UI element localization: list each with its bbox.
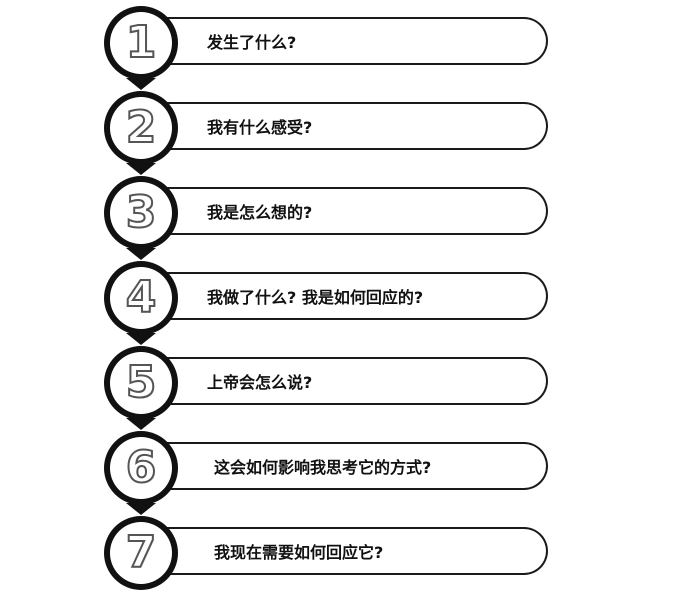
step-2: 我有什么感受? 2: [0, 85, 680, 175]
step-4-pointer: [126, 333, 156, 345]
step-2-badge: 2: [104, 91, 178, 165]
step-4-badge: 4: [104, 261, 178, 335]
step-5-text: 上帝会怎么说?: [207, 373, 313, 392]
step-4-number: 4: [125, 272, 158, 323]
step-3: 我是怎么想的? 3: [0, 170, 680, 260]
step-7-badge: 7: [104, 516, 178, 590]
step-2-pointer: [126, 163, 156, 175]
step-4-box: 我做了什么? 我是如何回应的?: [150, 272, 548, 320]
step-3-box: 我是怎么想的?: [150, 187, 548, 235]
step-1: 发生了什么? 1: [0, 0, 680, 90]
step-5-box: 上帝会怎么说?: [150, 357, 548, 405]
step-7-text: 我现在需要如何回应它?: [214, 543, 384, 562]
step-2-number: 2: [125, 102, 158, 153]
step-6-pointer: [126, 503, 156, 515]
step-5: 上帝会怎么说? 5: [0, 340, 680, 430]
step-4: 我做了什么? 我是如何回应的? 4: [0, 255, 680, 345]
step-5-number: 5: [125, 357, 158, 408]
step-6-badge: 6: [104, 431, 178, 505]
step-1-text: 发生了什么?: [207, 33, 297, 52]
step-4-text: 我做了什么? 我是如何回应的?: [207, 288, 424, 307]
step-3-number: 3: [125, 187, 158, 238]
step-1-box: 发生了什么?: [150, 17, 548, 65]
step-6-number: 6: [125, 442, 158, 493]
step-2-box: 我有什么感受?: [150, 102, 548, 150]
step-2-text: 我有什么感受?: [207, 118, 313, 137]
step-5-badge: 5: [104, 346, 178, 420]
step-7: 我现在需要如何回应它? 7: [0, 510, 680, 596]
step-7-box: 我现在需要如何回应它?: [150, 527, 548, 575]
step-3-badge: 3: [104, 176, 178, 250]
step-6-box: 这会如何影响我思考它的方式?: [150, 442, 548, 490]
step-1-pointer: [126, 78, 156, 90]
step-3-pointer: [126, 248, 156, 260]
step-1-number: 1: [125, 17, 158, 68]
step-6-text: 这会如何影响我思考它的方式?: [214, 458, 432, 477]
step-5-pointer: [126, 418, 156, 430]
step-7-number: 7: [125, 527, 158, 578]
step-1-badge: 1: [104, 6, 178, 80]
step-6: 这会如何影响我思考它的方式? 6: [0, 425, 680, 515]
step-3-text: 我是怎么想的?: [207, 203, 313, 222]
